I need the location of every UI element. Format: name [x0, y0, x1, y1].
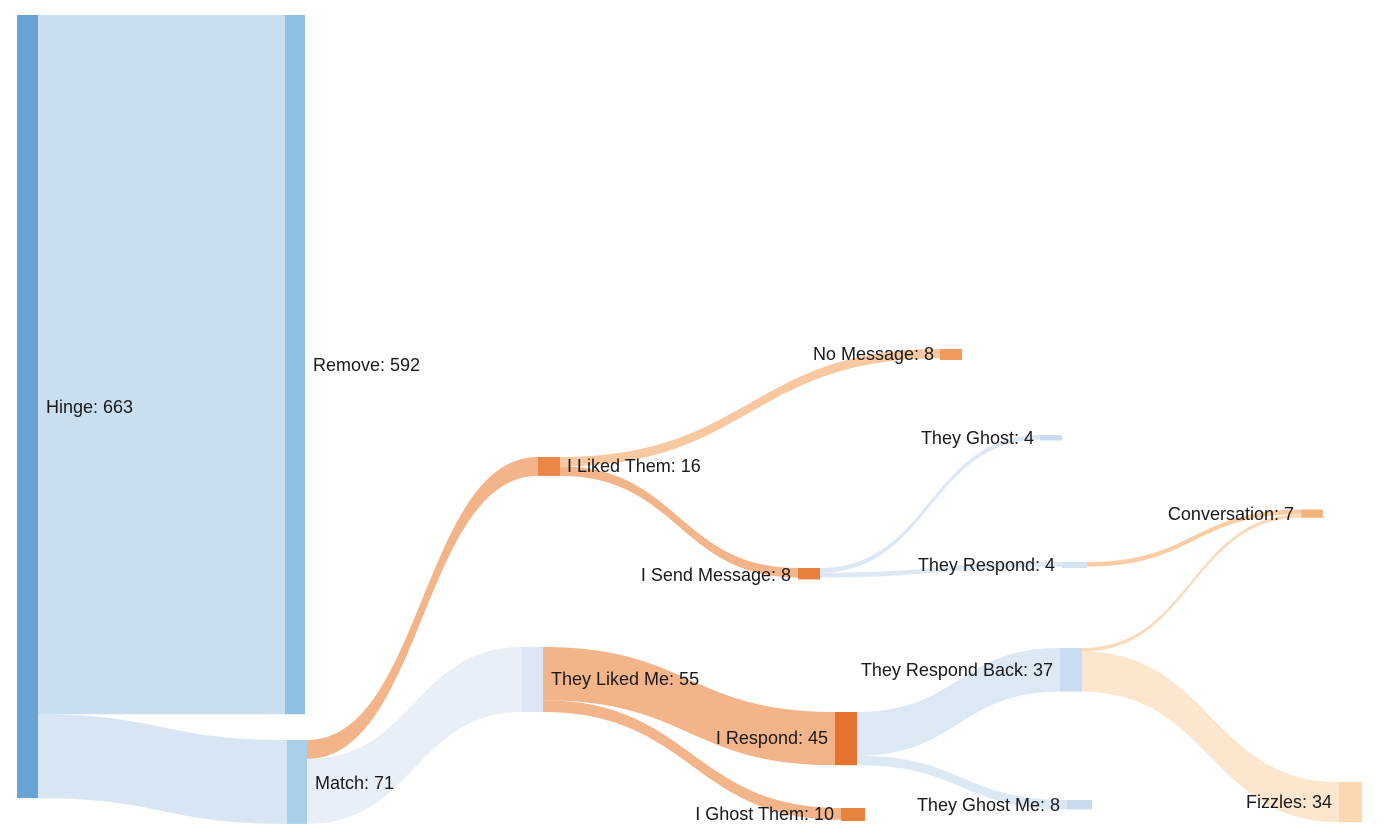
node-i-ghost-them [841, 808, 865, 821]
link-they-respond-back-fizzles [1082, 651, 1339, 823]
node-no-message [940, 349, 962, 360]
label-i-ghost-them: I Ghost Them: 10 [695, 804, 834, 824]
sankey-nodes [17, 15, 1362, 824]
node-i-respond [835, 712, 857, 766]
node-remove [285, 15, 305, 715]
link-they-liked-me-i-ghost-them [543, 700, 841, 820]
label-fizzles: Fizzles: 34 [1246, 792, 1332, 812]
link-match-i-liked-them [307, 457, 538, 759]
label-they-ghost-me: They Ghost Me: 8 [917, 795, 1060, 815]
link-i-liked-them-no-message [560, 349, 940, 467]
node-i-send-message [798, 568, 820, 580]
link-hinge-remove [38, 15, 285, 715]
link-i-liked-them-i-send-message [560, 466, 798, 578]
node-conversation [1301, 509, 1323, 518]
label-i-liked-them: I Liked Them: 16 [567, 456, 701, 476]
node-they-respond-back [1060, 648, 1082, 692]
node-match [287, 740, 307, 824]
label-they-ghost: They Ghost: 4 [921, 428, 1034, 448]
link-they-liked-me-i-respond [543, 647, 835, 766]
link-they-respond-back-conversation [1082, 514, 1301, 652]
node-they-liked-me [522, 647, 543, 712]
label-no-message: No Message: 8 [813, 344, 934, 364]
label-remove: Remove: 592 [313, 355, 420, 375]
label-they-respond-back: They Respond Back: 37 [861, 660, 1053, 680]
label-i-respond: I Respond: 45 [716, 728, 828, 748]
link-i-respond-they-ghost-me [857, 755, 1067, 810]
node-hinge [17, 15, 38, 798]
link-i-send-message-they-ghost [820, 435, 1040, 573]
label-i-send-message: I Send Message: 8 [641, 565, 791, 585]
label-hinge: Hinge: 663 [46, 397, 133, 417]
link-hinge-match [38, 714, 287, 824]
node-they-ghost [1040, 435, 1062, 441]
link-i-send-message-they-respond [820, 562, 1062, 578]
node-i-liked-them [538, 457, 560, 476]
node-fizzles [1339, 782, 1362, 823]
link-i-respond-they-respond-back [857, 648, 1060, 756]
label-conversation: Conversation: 7 [1168, 504, 1294, 524]
sankey-labels: Hinge: 663 Remove: 592 Match: 71 I Liked… [46, 344, 1332, 824]
label-they-liked-me: They Liked Me: 55 [551, 669, 699, 689]
node-they-respond [1062, 562, 1087, 568]
label-they-respond: They Respond: 4 [918, 555, 1055, 575]
link-they-respond-conversation [1087, 509, 1301, 567]
label-match: Match: 71 [315, 773, 394, 793]
node-they-ghost-me [1067, 800, 1092, 810]
sankey-links [38, 15, 1339, 824]
link-match-they-liked-me [307, 647, 522, 824]
